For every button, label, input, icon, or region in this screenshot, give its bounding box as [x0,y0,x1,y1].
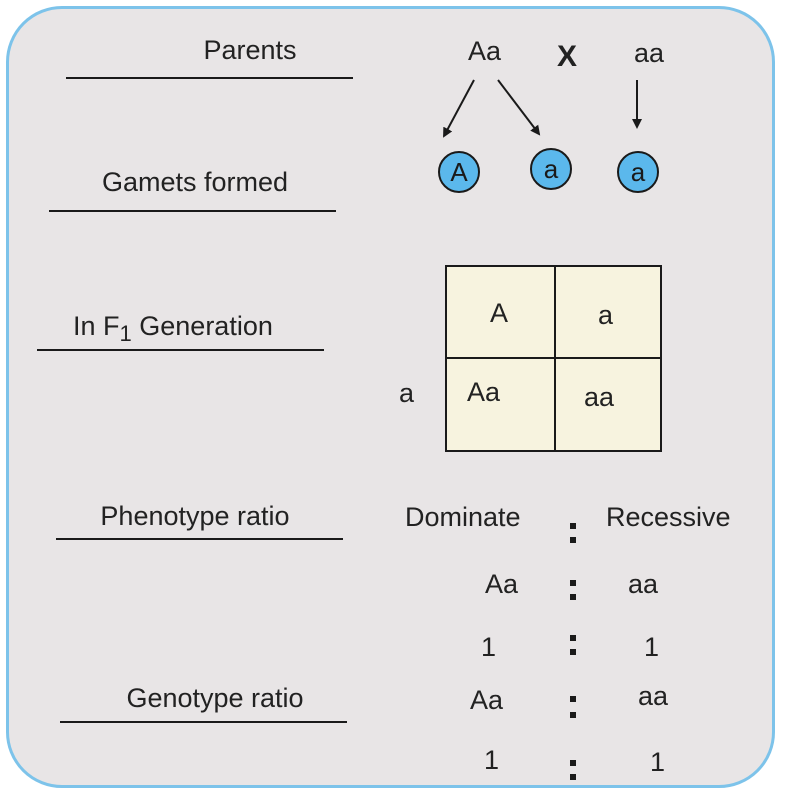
punnett-cell-2: aa [584,382,615,412]
f1-suffix: Generation [131,311,273,341]
arrow-left [443,79,475,138]
genotype-genotype-colon [570,696,576,718]
punnett-col-header-2: a [598,300,614,330]
phenotype-dominant-title: Dominate [405,502,521,532]
punnett-horizontal-divider [445,357,662,359]
genotype-rule [60,721,347,723]
parent-2-genotype: aa [634,38,665,68]
f1-generation-label: In F1 Generation [73,311,273,345]
gametes-rule [49,210,336,212]
phenotype-dominant-genotype: Aa [485,569,519,599]
phenotype-recessive-genotype: aa [628,569,659,599]
gamete-1: A [438,151,480,193]
punnett-col-header-1: A [490,298,509,328]
phenotype-count-colon [570,635,576,655]
parent-1-genotype: Aa [468,36,502,66]
phenotype-genotype-colon [570,580,576,600]
phenotype-recessive-title: Recessive [606,502,731,532]
phenotype-recessive-count: 1 [644,632,660,662]
genotype-recessive-count: 1 [650,747,666,777]
parents-label: Parents [203,35,297,65]
gamete-2: a [530,148,572,190]
punnett-row-header: a [399,378,415,408]
gametes-label: Gamets formed [101,167,289,197]
f1-rule [37,349,324,351]
phenotype-title-colon [570,523,576,543]
genotype-label: Genotype ratio [126,683,304,713]
phenotype-rule [56,538,343,540]
punnett-cell-1: Aa [467,377,501,407]
genotype-dominant-count: 1 [484,745,500,775]
genotype-count-colon [570,760,576,780]
cross-symbol: X [557,40,578,73]
phenotype-label: Phenotype ratio [100,501,290,531]
genotype-dominant-genotype: Aa [470,685,504,715]
parents-rule [66,77,353,79]
f1-prefix: In F [73,311,120,341]
arrow-middle [497,79,541,136]
genotype-recessive-genotype: aa [638,681,669,711]
f1-subscript: 1 [119,321,132,346]
phenotype-dominant-count: 1 [481,632,497,662]
gamete-3: a [617,151,659,193]
